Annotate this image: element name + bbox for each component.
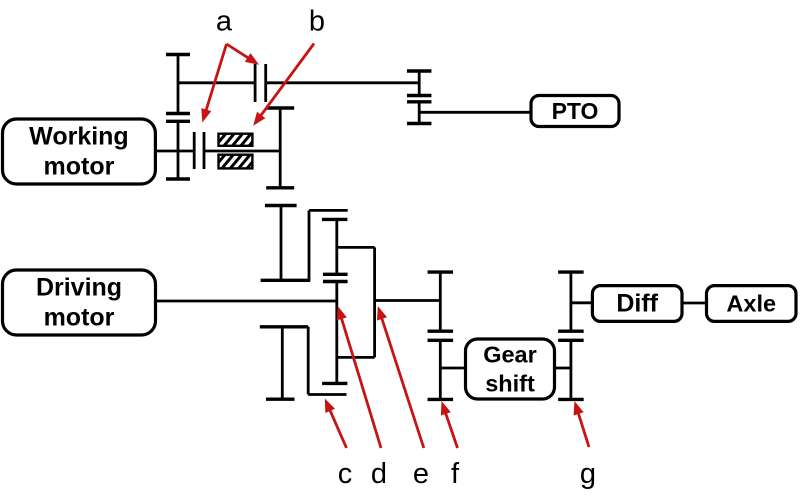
svg-text:Working: Working <box>29 123 129 151</box>
svg-text:c: c <box>338 458 353 490</box>
svg-text:f: f <box>451 458 460 490</box>
svg-text:b: b <box>309 6 325 38</box>
svg-text:Axle: Axle <box>726 291 776 317</box>
svg-text:motor: motor <box>44 304 115 332</box>
svg-text:shift: shift <box>485 371 535 397</box>
svg-text:Driving: Driving <box>36 274 122 302</box>
svg-text:d: d <box>371 458 387 490</box>
svg-text:motor: motor <box>44 153 115 181</box>
svg-text:a: a <box>216 6 233 38</box>
svg-text:Diff: Diff <box>616 290 658 318</box>
svg-text:g: g <box>580 458 596 490</box>
svg-text:PTO: PTO <box>552 98 599 124</box>
svg-text:Gear: Gear <box>483 342 537 368</box>
svg-text:e: e <box>413 458 429 490</box>
